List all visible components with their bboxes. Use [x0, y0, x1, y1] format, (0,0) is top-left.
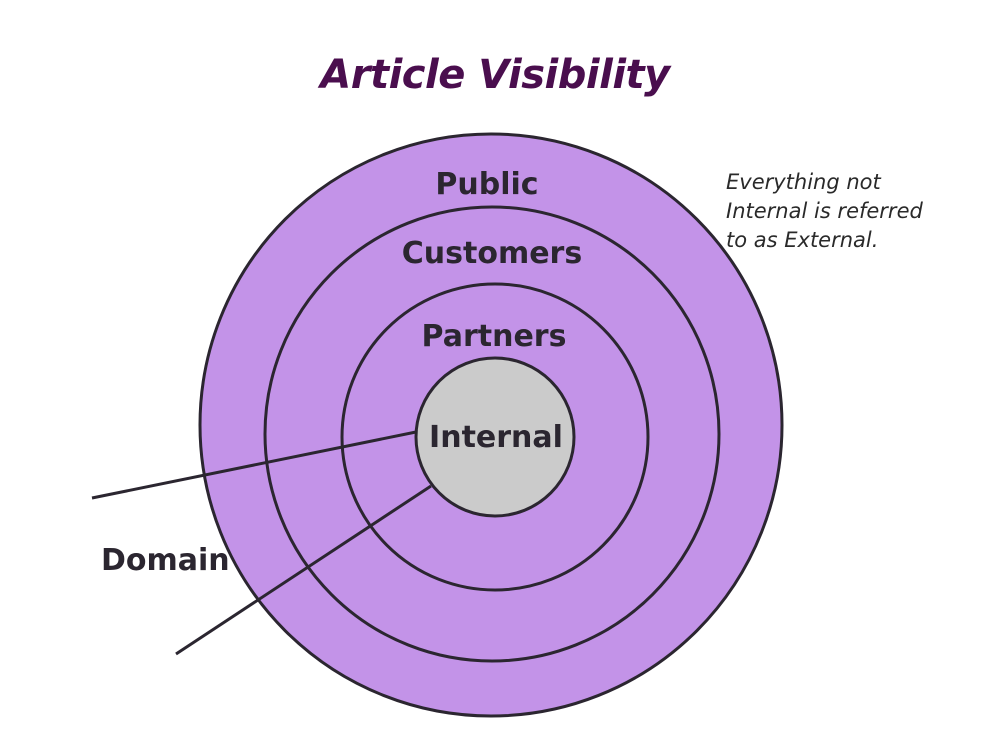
label-internal: Internal: [429, 420, 563, 455]
note-line: Everything not: [726, 170, 881, 194]
external-note: Everything not Internal is referred to a…: [726, 168, 966, 255]
ring-internal: [414, 356, 576, 518]
label-customers: Customers: [402, 236, 582, 271]
note-line: Internal is referred: [726, 199, 923, 223]
domain-pointer-line-lower: [175, 484, 432, 656]
label-domain: Domain: [101, 543, 230, 578]
diagram-title: Article Visibility: [320, 52, 670, 98]
label-public: Public: [435, 167, 538, 202]
label-partners: Partners: [422, 319, 567, 354]
note-line: to as External.: [726, 228, 879, 252]
domain-pointer-line-upper: [91, 430, 417, 500]
